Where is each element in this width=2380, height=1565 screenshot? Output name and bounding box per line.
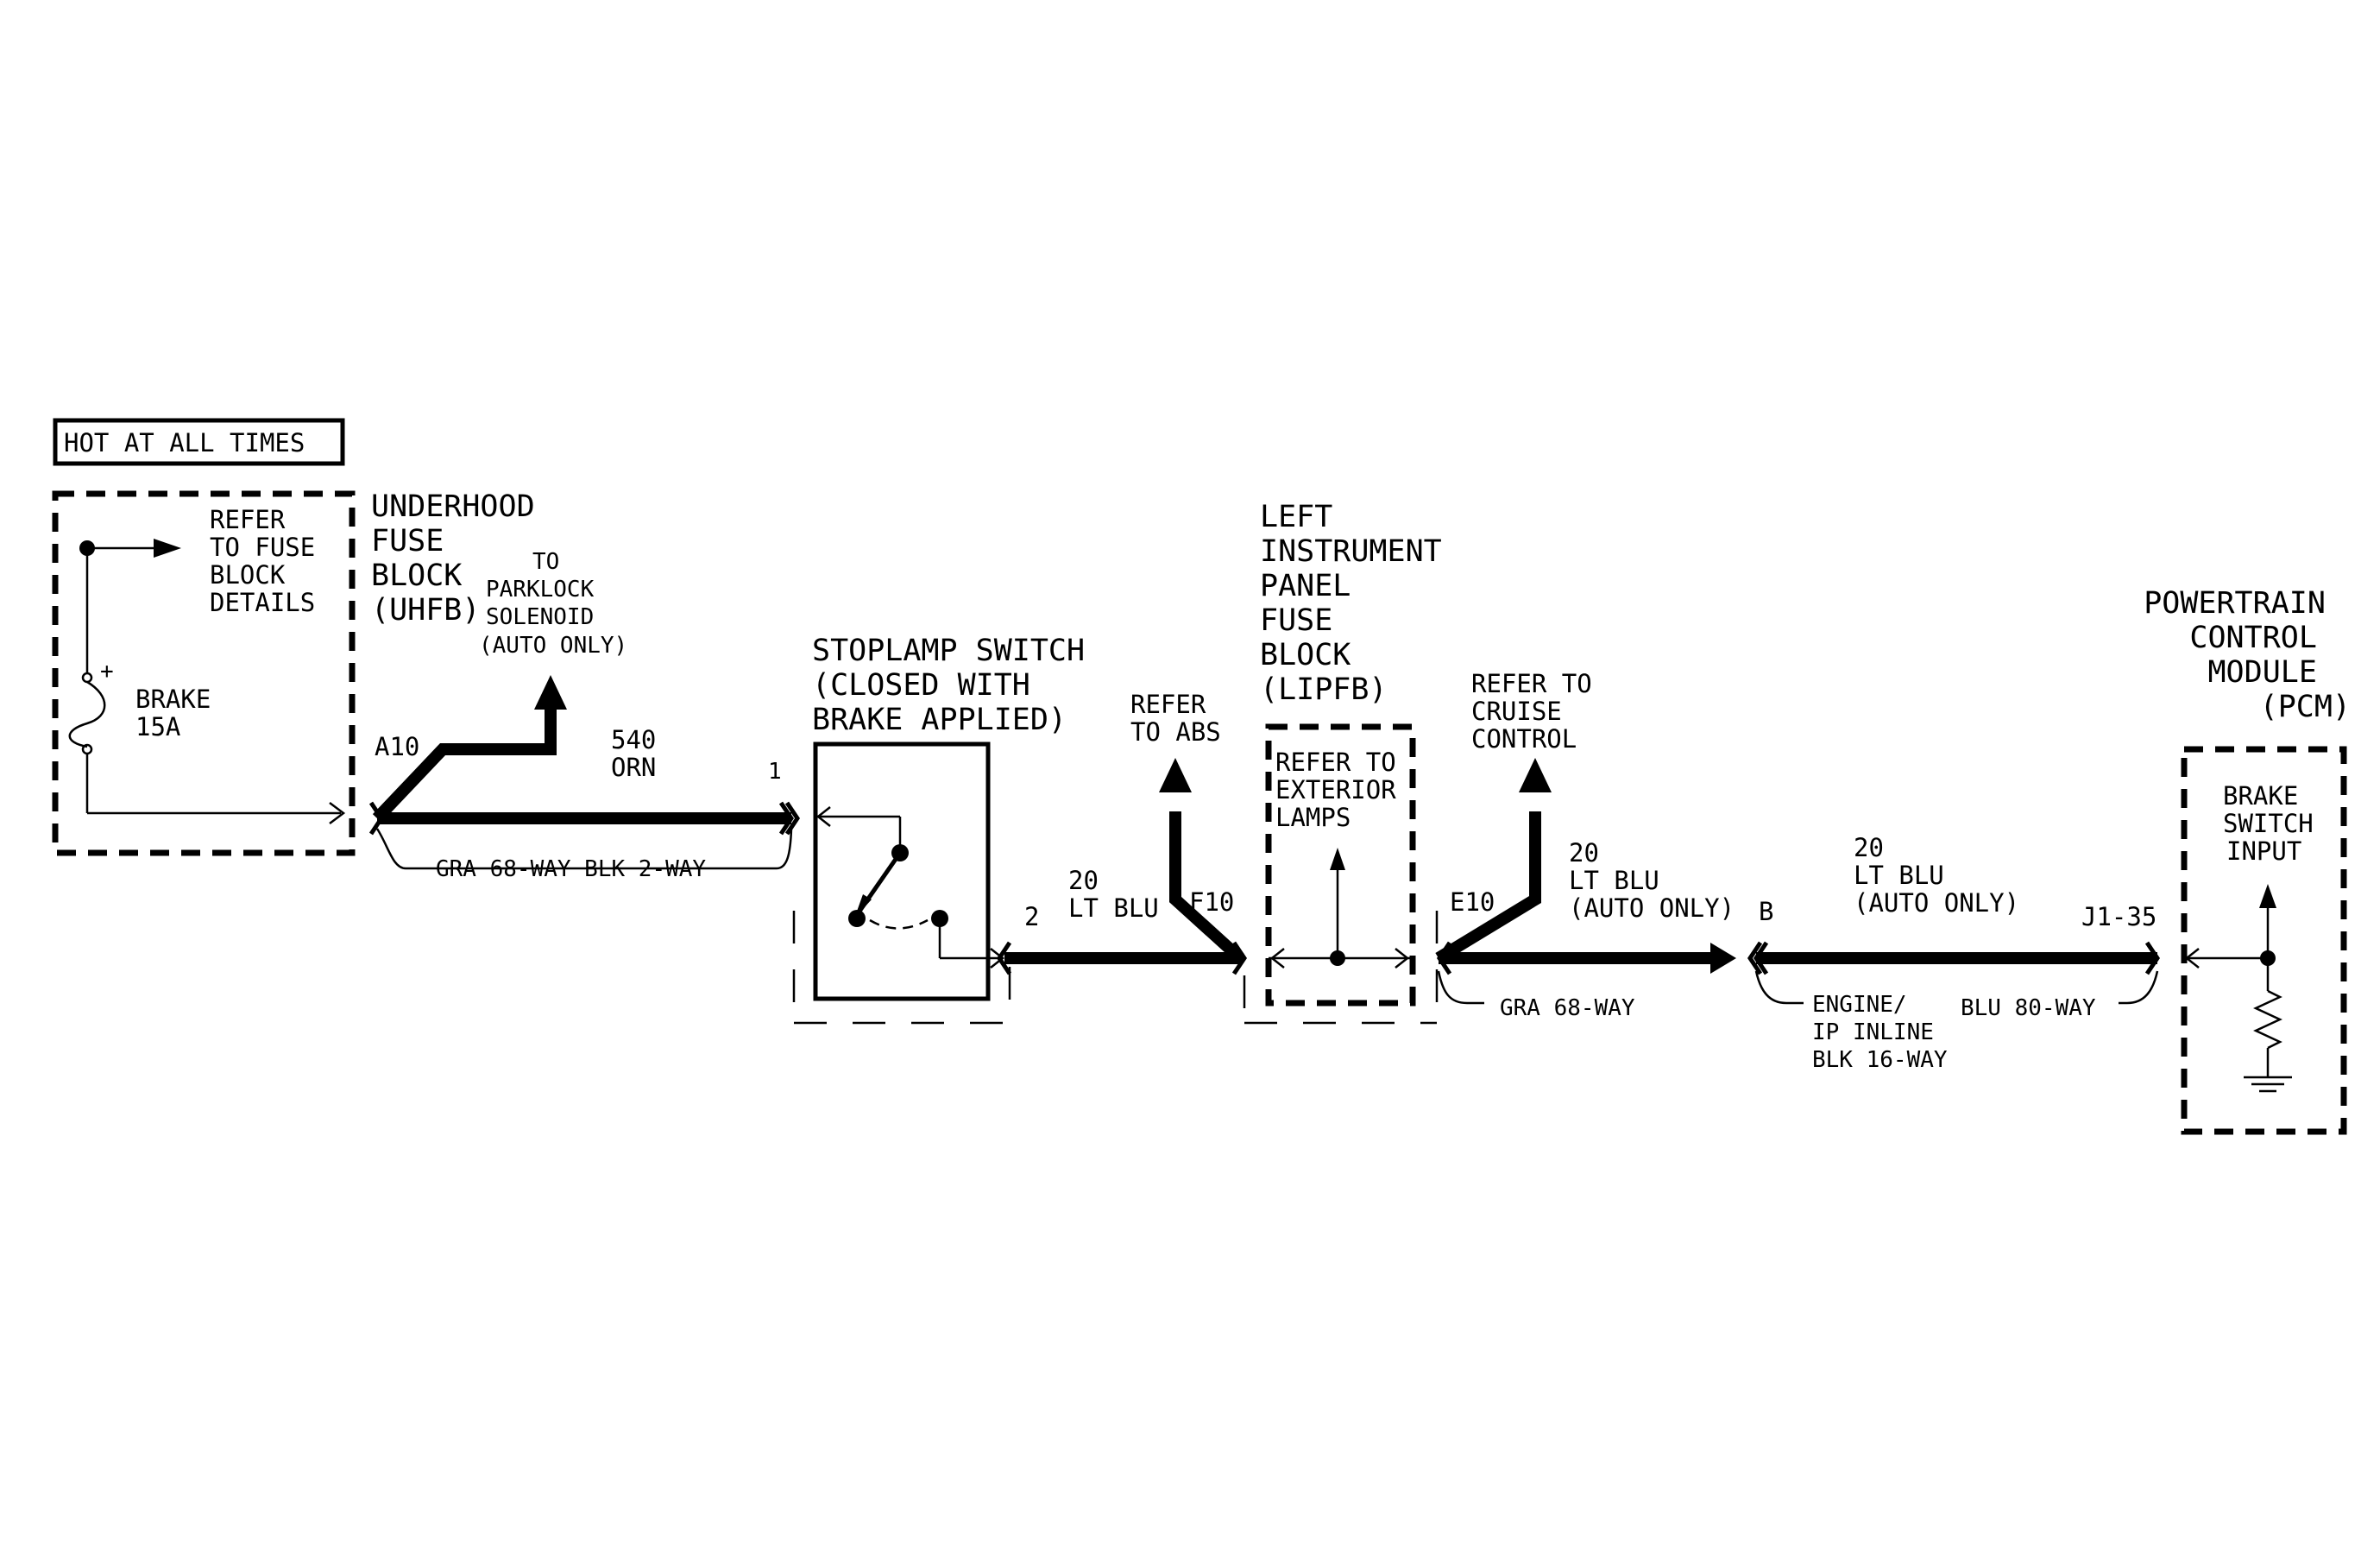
cruise-refer-text: REFER TO CRUISE CONTROL xyxy=(1471,669,1607,754)
exterior-lamps-arrow-icon xyxy=(1330,848,1345,870)
wire-20b-circuit: 20 xyxy=(1569,838,1599,868)
wire-20-lt-blu-b xyxy=(1435,758,1736,975)
fuse-polarity: + xyxy=(100,659,114,685)
lipfb-title: LEFT INSTRUMENT PANEL FUSE BLOCK (LIPFB) xyxy=(1260,500,1460,707)
wire-20a-circuit: 20 xyxy=(1068,866,1099,895)
lipfb-refer-text: REFER TO EXTERIOR LAMPS xyxy=(1275,748,1411,832)
resistor-icon xyxy=(2253,989,2282,1050)
wire-540-circuit: 540 xyxy=(611,725,656,754)
uhfb-refer-text: REFER TO FUSE BLOCK DETAILS xyxy=(210,505,331,617)
lipfb-dashed-box xyxy=(1265,723,1416,1007)
uhfb-component: + BRAKE 15A REFER TO FUSE BLOCK DETAILS … xyxy=(52,489,553,856)
wire-20c-color: LT BLU xyxy=(1854,861,1944,890)
abs-refer-text: REFER TO ABS xyxy=(1130,690,1221,747)
wire-540-color: ORN xyxy=(611,753,656,782)
uhfb-terminal: A10 xyxy=(375,732,419,761)
cruise-arrow-icon xyxy=(1519,758,1552,792)
stoplamp-switch xyxy=(792,741,1011,1025)
connector-2-label: GRA 68-WAY xyxy=(1500,995,1635,1021)
wire-20b-note: (AUTO ONLY) xyxy=(1569,893,1735,923)
ground-icon xyxy=(2244,1076,2292,1093)
inline-pin-b: B xyxy=(1759,897,1773,926)
uhfb-title: UNDERHOOD FUSE BLOCK (UHFB) xyxy=(371,489,553,628)
brake-input-arrow-icon xyxy=(2259,884,2276,908)
hot-label: HOT AT ALL TIMES xyxy=(64,428,305,458)
wire-20c-circuit: 20 xyxy=(1854,833,1884,862)
inline-arrow-icon xyxy=(1710,943,1736,974)
pcm-connector-label: BLU 80-WAY xyxy=(1961,995,2096,1021)
pcm-dashed-box xyxy=(2181,746,2347,1135)
inline-connector-label: ENGINE/ IP INLINE BLK 16-WAY xyxy=(1812,992,1948,1073)
stoplamp-box xyxy=(813,741,991,1001)
wire-20c-note: (AUTO ONLY) xyxy=(1854,888,2019,918)
wire-20b-color: LT BLU xyxy=(1569,866,1659,895)
pcm-title: POWERTRAIN CONTROL MODULE (PCM) xyxy=(2144,586,2351,724)
fuse-icon xyxy=(68,680,106,748)
hot-at-all-times-box: HOT AT ALL TIMES xyxy=(53,418,345,466)
connector-1-label: GRA 68-WAY BLK 2-WAY xyxy=(436,856,706,882)
wire-20-lt-blu-a xyxy=(996,758,1248,975)
refer-arrow-icon xyxy=(154,539,181,558)
fuse-rating: 15A xyxy=(135,712,180,741)
pcm-input-label: BRAKE SWITCH INPUT xyxy=(2223,781,2328,866)
stoplamp-pin-1: 1 xyxy=(768,759,782,785)
lipfb-pin-e10: E10 xyxy=(1450,887,1495,917)
wire-20a-color: LT BLU xyxy=(1068,893,1159,923)
abs-arrow-icon xyxy=(1159,758,1192,792)
lipfb-pin-f10: F10 xyxy=(1189,887,1234,917)
parklock-text: TO PARKLOCK SOLENOID (AUTO ONLY) xyxy=(479,549,627,659)
stoplamp-title: STOPLAMP SWITCH (CLOSED WITH BRAKE APPLI… xyxy=(812,634,1103,737)
lipfb-component xyxy=(1243,723,1439,1025)
pcm-component xyxy=(2181,746,2347,1135)
parklock-arrow-icon xyxy=(534,675,567,710)
stoplamp-pin-2: 2 xyxy=(1024,902,1039,931)
uhfb-dashed-box xyxy=(52,490,356,856)
wire-540-orn xyxy=(368,675,801,836)
wire-20-lt-blu-c xyxy=(1747,941,2161,975)
fuse-name: BRAKE xyxy=(135,685,211,714)
pcm-pin: J1-35 xyxy=(2081,902,2156,931)
